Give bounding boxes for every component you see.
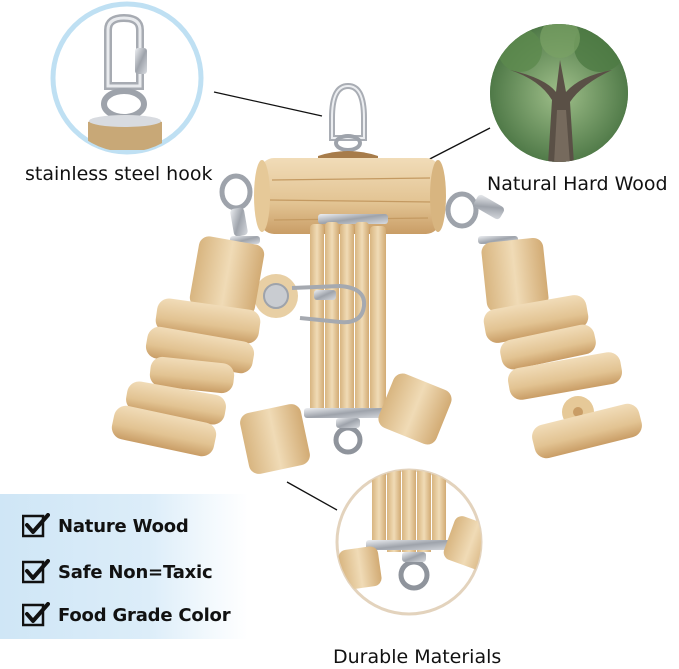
feature-item-nature-wood: Nature Wood: [22, 511, 189, 541]
stainless-steel-hook: [318, 82, 378, 162]
center-clip-hardware: [254, 274, 367, 325]
center-wood-bundle: [304, 214, 388, 455]
tree-detail-circle: [490, 24, 628, 162]
feature-label: Nature Wood: [58, 515, 189, 537]
feature-item-food-grade: Food Grade Color: [22, 600, 231, 630]
callout-line-wood: [419, 127, 491, 165]
checkmark-icon: [22, 602, 50, 627]
right-wood-stack: [481, 237, 642, 459]
durable-detail-circle: [335, 468, 483, 616]
callout-hook-label: stainless steel hook: [25, 163, 213, 185]
right-chain: [445, 191, 518, 244]
callout-line-hook: [213, 91, 323, 117]
feature-label: Food Grade Color: [58, 604, 231, 626]
left-wood-stack: [111, 236, 265, 457]
feature-panel: Nature Wood Safe Non=Taxic Food Grade Co…: [0, 494, 248, 639]
callout-line-durable: [286, 481, 338, 511]
callout-durable-label: Durable Materials: [333, 646, 502, 668]
bottom-wood-blocks: [240, 373, 452, 474]
feature-label: Safe Non=Taxic: [58, 561, 213, 583]
callout-wood-label: Natural Hard Wood: [487, 173, 668, 195]
checkmark-icon: [22, 559, 50, 584]
hook-detail-circle: [50, 1, 204, 155]
left-chain: [219, 173, 260, 244]
checkmark-icon: [22, 513, 50, 538]
top-wood-log: [254, 158, 446, 234]
feature-item-safe: Safe Non=Taxic: [22, 557, 213, 587]
